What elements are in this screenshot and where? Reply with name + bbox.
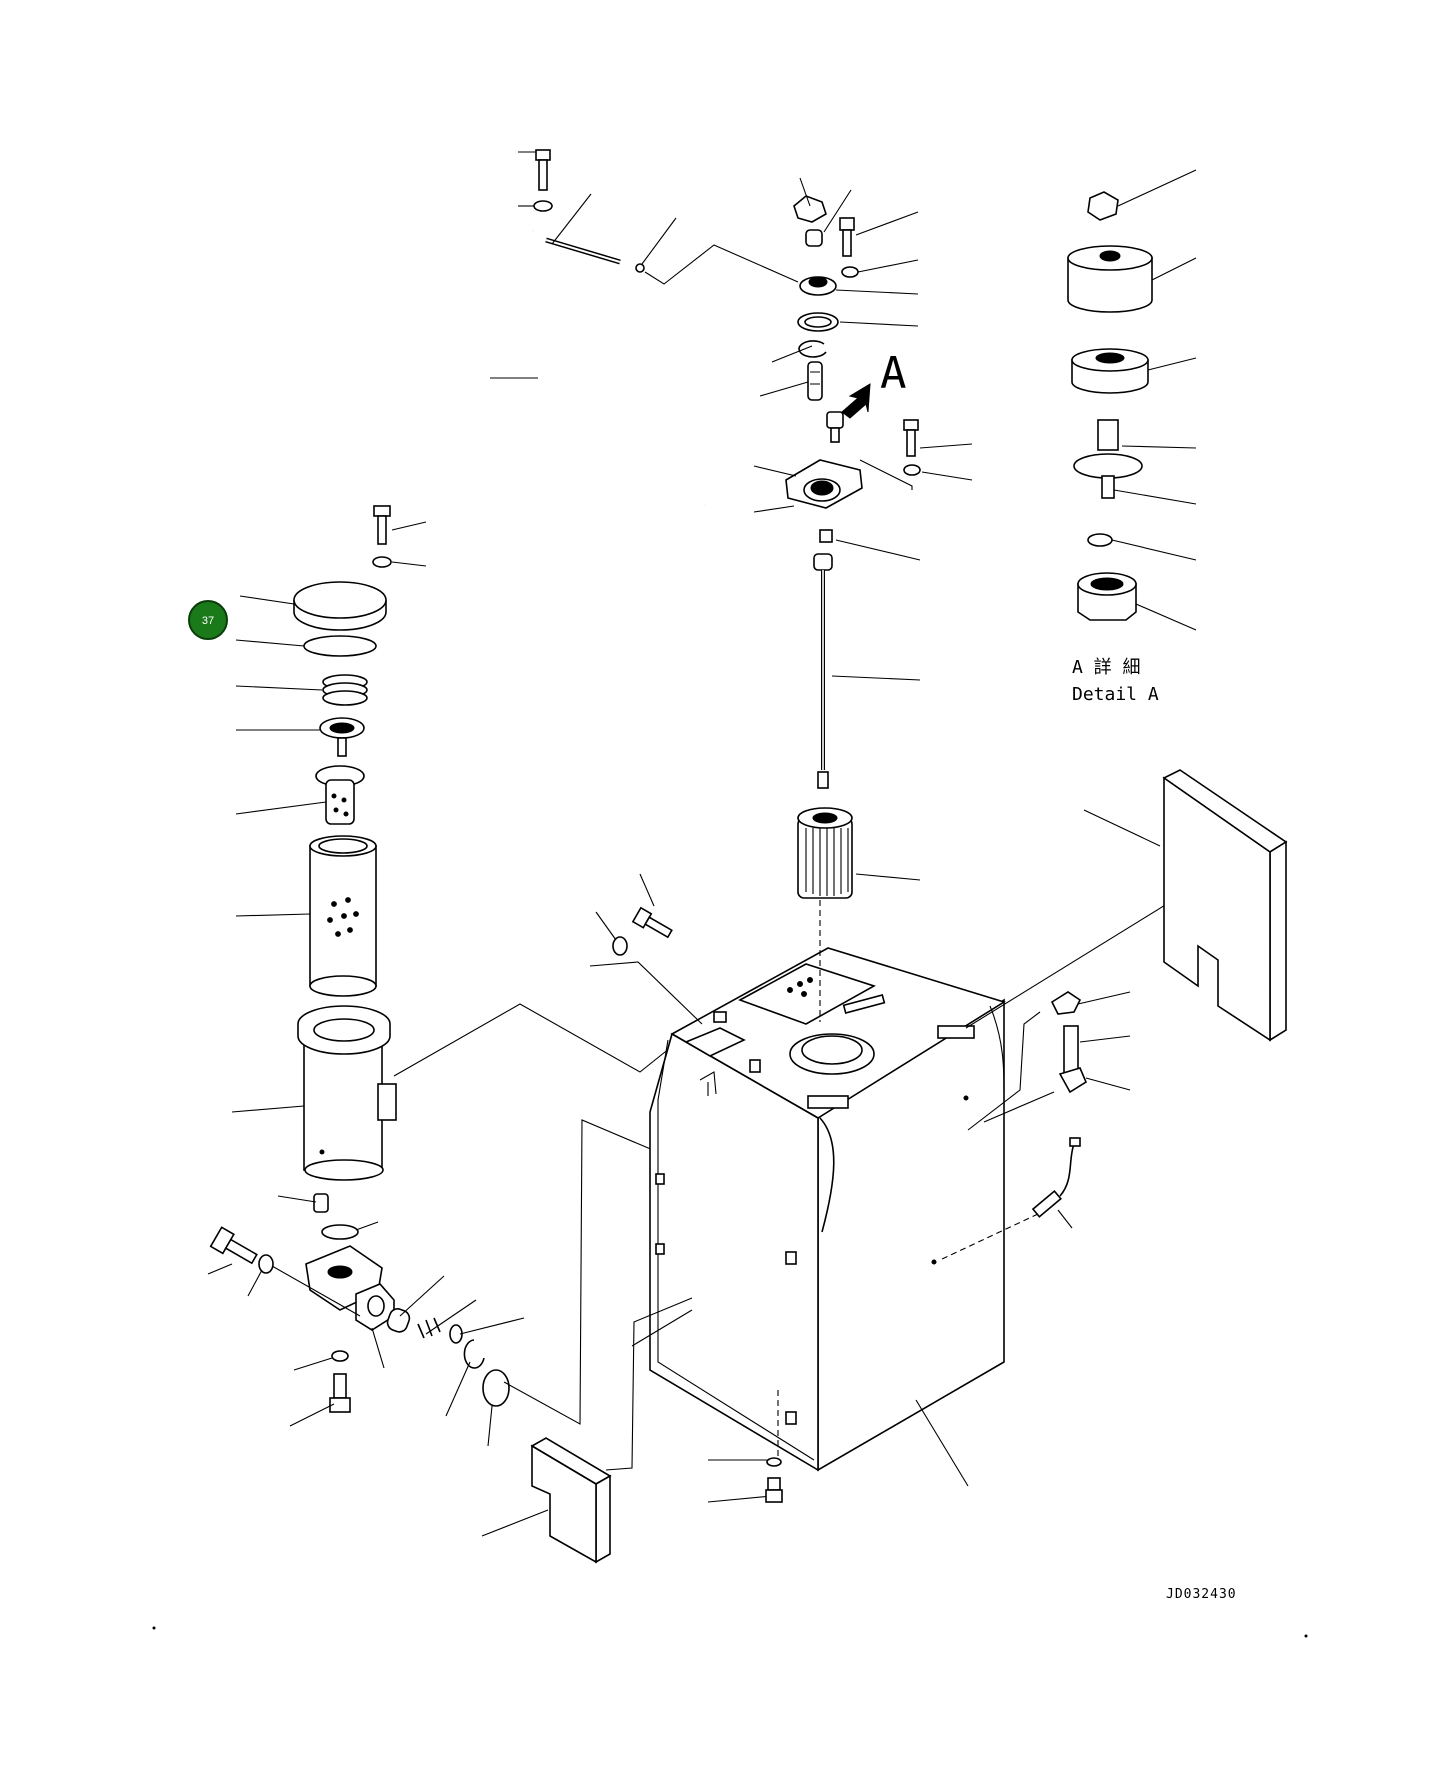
suction-strainer [797, 807, 921, 899]
level-sensor [939, 1137, 1081, 1261]
tank-side-cover [1083, 769, 1288, 1042]
side-bolt [859, 419, 973, 490]
filler-cap-assembly [785, 195, 863, 571]
callout-badge-37[interactable]: 37 [188, 600, 228, 640]
filter-element [235, 835, 377, 997]
tank-cover-bolt [589, 873, 703, 1025]
tank-drain-plug [765, 1457, 783, 1503]
right-fittings [967, 991, 1131, 1131]
level-gauge-rod [817, 570, 921, 789]
callout-number: 37 [202, 615, 214, 627]
detail-a-group: A 詳 細 Detail A [1067, 169, 1197, 705]
cap-leader-lines [753, 177, 921, 561]
detail-caption-en: Detail A [1072, 684, 1159, 705]
corner-mark-right [1304, 1634, 1308, 1638]
bypass-valve [235, 765, 365, 825]
hydraulic-tank [649, 947, 1006, 1472]
top-bolt [533, 149, 553, 212]
cover-bolt [372, 505, 427, 568]
detail-a-arrow: A [841, 348, 907, 419]
filter-cover [235, 581, 387, 657]
breather-hose [525, 229, 707, 509]
detail-caption-jp: A 詳 細 [1072, 657, 1141, 678]
elbow-leader-lines [207, 1119, 687, 1447]
corner-mark-left [152, 1626, 156, 1630]
small-cover-plate [481, 1297, 693, 1564]
filter-case [231, 1003, 691, 1181]
relief-valve [236, 717, 365, 757]
hose-leader-lines [490, 151, 799, 379]
drain-plug-and-oring [277, 1193, 379, 1240]
detail-arrow-letter: A [880, 348, 907, 399]
outlet-elbow-group [209, 1226, 510, 1413]
drawing-code: JD032430 [1166, 1587, 1237, 1602]
filter-spring [235, 674, 368, 706]
